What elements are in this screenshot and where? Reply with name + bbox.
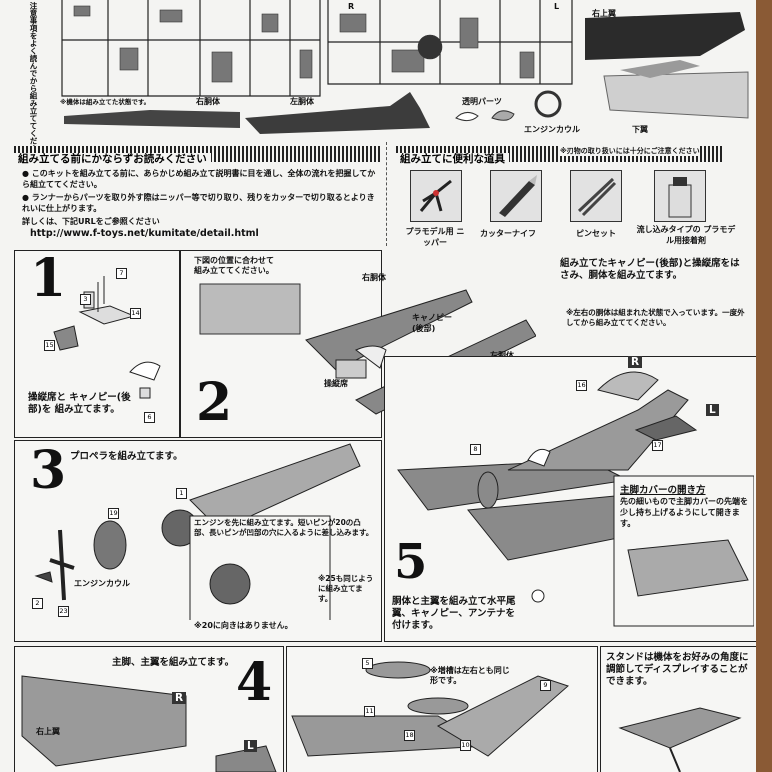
step-3-note: エンジンを先に組み立てます。短いピンが20の凸部、長いピンが凹部の穴に入るように… xyxy=(194,518,374,537)
step-3-drawing xyxy=(34,443,361,620)
part-19-tag: 19 xyxy=(108,508,119,519)
step-5-L: L xyxy=(706,404,719,416)
step-4-drawing xyxy=(21,675,277,772)
cutter-knife-icon xyxy=(499,175,537,217)
runner-note: ※機体は組み立てた状態です。 xyxy=(60,98,151,106)
step-3-note3: ※20に向きはありません。 xyxy=(194,621,293,630)
part-8-tag: 8 xyxy=(470,444,481,455)
part-14-tag: 14 xyxy=(130,308,141,319)
center-fold xyxy=(386,142,387,246)
url-link[interactable]: http://www.f-toys.net/kumitate/detail.ht… xyxy=(30,228,259,239)
prep-bullet-2: ● ランナーからパーツを取り外す際はニッパー等で切り取り、残りをカッターで切り取… xyxy=(22,193,375,213)
tweezers-icon xyxy=(577,177,617,217)
part-23-tag: 23 xyxy=(58,606,69,617)
part-11-tag: 11 xyxy=(364,706,375,717)
step-3-caption: プロペラを組み立てます。 xyxy=(70,451,183,462)
label-clear-parts: 透明パーツ xyxy=(462,97,502,106)
step-4-L: L xyxy=(244,740,257,752)
step-4-caption: 主脚、主翼を組み立てます。 xyxy=(112,657,235,668)
label-R: R xyxy=(348,2,355,11)
nipper-tool xyxy=(410,170,462,222)
tools-header-text: 組み立てに便利な道具 xyxy=(396,153,509,165)
cutter-tool xyxy=(490,170,542,222)
step-1-panel xyxy=(14,250,180,438)
step-2-right-body: 右胴体 xyxy=(362,273,386,282)
step-2-left-body: 左胴体 xyxy=(490,350,514,361)
tools-warning: ※刃物の取り扱いには十分にご注意ください xyxy=(560,146,700,156)
glue-bottle-icon xyxy=(668,177,692,218)
step-6-drawing xyxy=(291,661,569,757)
parts-runner-art xyxy=(61,0,749,134)
step-2-note2: ※左右の胴体は組まれた状態で入っています。一度外してから組み立ててください。 xyxy=(566,308,745,327)
prep-header-text: 組み立てる前にかならずお読みください xyxy=(14,153,211,165)
tool-label-glue: 流し込みタイプの プラモデル用接着剤 xyxy=(636,225,736,245)
glue-tool xyxy=(654,170,706,222)
label-lower-wing: 下翼 xyxy=(632,125,648,134)
step-3-number: 3 xyxy=(30,440,67,501)
step-2-caption: 組み立てたキャノピー(後部)と操縦席をはさみ、胴体を組み立てます。 xyxy=(560,258,740,281)
part-5-tag: 5 xyxy=(362,658,373,669)
part-9-tag: 9 xyxy=(540,680,551,691)
prep-bullet-1: ● このキットを組み立てる前に、あらかじめ組み立て説明書に目を通し、全体の流れを… xyxy=(22,169,376,189)
tool-label-tweezers: ピンセット xyxy=(576,229,616,238)
stand-panel xyxy=(600,646,756,772)
label-L: L xyxy=(554,2,560,11)
step-2-number: 2 xyxy=(196,372,233,433)
part-2-tag: 2 xyxy=(32,598,43,609)
label-right-upper-wing: 右上翼 xyxy=(592,9,616,18)
step-4-right-upper: 右上翼 xyxy=(36,727,60,736)
part-18-tag: 18 xyxy=(404,730,415,741)
step-5-gear-title: 主脚カバーの開き方 xyxy=(620,485,706,496)
label-right-fuselage: 右胴体 xyxy=(196,97,220,106)
stand-caption: スタンドは機体をお好みの角度に調節してディスプレイすることができます。 xyxy=(606,652,749,687)
step-3-note2: ※25も同じように組み立てます。 xyxy=(318,574,374,603)
step-5-gear-text: 先の細いもので主脚カバーの先端を少し持ち上げるようにして開きます。 xyxy=(620,497,748,528)
step-2-canopy: キャノピー (後部) xyxy=(412,313,452,333)
tool-label-cutter: カッターナイフ xyxy=(480,229,536,238)
step-4-R: R xyxy=(172,692,187,704)
part-3-tag: 3 xyxy=(80,294,91,305)
label-left-fuselage: 左胴体 xyxy=(290,97,314,106)
step-1-caption: 操縦席と キャノピー(後部)を 組み立てます。 xyxy=(28,392,131,415)
nipper-icon xyxy=(419,179,452,212)
instruction-sheet: 注意事項をよく読んでから組み立ててください ※ xyxy=(0,0,756,772)
part-15-tag: 15 xyxy=(44,340,55,351)
vertical-note: 注意事項をよく読んでから組み立ててください xyxy=(29,2,38,160)
part-6-tag: 6 xyxy=(144,412,155,423)
label-engine-cowl: エンジンカウル xyxy=(524,125,580,134)
step-2-cockpit: 操縦席 xyxy=(324,379,348,388)
step-5-drawing xyxy=(397,371,754,627)
step-3-cowl-label: エンジンカウル xyxy=(74,579,130,588)
prep-header: 組み立てる前にかならずお読みください xyxy=(14,146,380,165)
step-2-note: 下図の位置に合わせて組み立ててください。 xyxy=(194,256,274,275)
step-1-number: 1 xyxy=(30,248,67,309)
step-5-R: R xyxy=(628,356,643,368)
step-5-number: 5 xyxy=(394,534,428,590)
part-17-tag: 17 xyxy=(652,440,663,451)
step-1-drawing xyxy=(53,276,161,399)
tweezers-tool xyxy=(570,170,622,222)
part-7-tag: 7 xyxy=(116,268,127,279)
tool-label-nipper: プラモデル用 ニッパー xyxy=(405,227,465,247)
part-1-tag: 1 xyxy=(176,488,187,499)
part-16-tag: 16 xyxy=(576,380,587,391)
step-5-caption: 胴体と主翼を組み立て水平尾翼、キャノピー、アンテナを付けます。 xyxy=(392,596,516,631)
stand-drawing xyxy=(618,707,742,772)
url-intro: 詳しくは、下記URLをご参照ください xyxy=(22,217,160,226)
part-10-tag: 10 xyxy=(460,740,471,751)
step-6-note: ※増槽は左右とも同じ形です。 xyxy=(430,666,510,685)
step-4-number: 4 xyxy=(236,652,273,713)
